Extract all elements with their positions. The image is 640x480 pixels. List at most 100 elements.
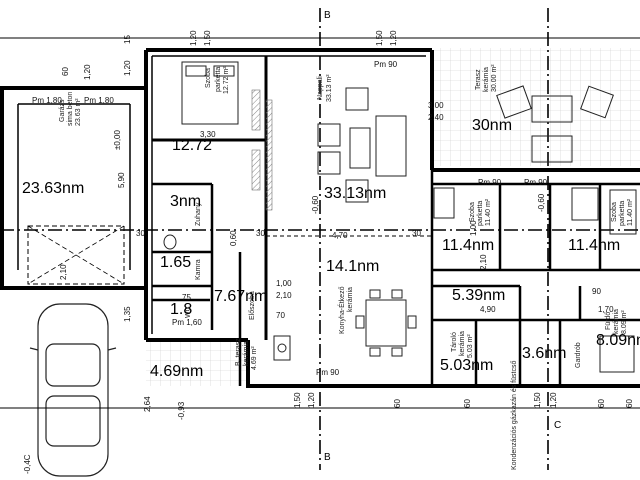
- dimension-labels: 1,20 1,50 1,50 1,20 60 1,20 15 1,20 Pm 1…: [23, 30, 634, 474]
- dim-30a: 30: [136, 229, 145, 238]
- area-label-nappali: 33.13nm: [324, 185, 387, 202]
- terasz-area: 30.00 m²: [491, 64, 498, 92]
- area-label-kamra: 1.65: [160, 254, 192, 271]
- area-label-tarolo: 5.03nm: [440, 357, 494, 374]
- axis-label-b-top: B: [324, 10, 331, 21]
- dim-top-120a: 1,20: [189, 30, 198, 46]
- area-label-szoba3: 11.4nm: [568, 237, 621, 254]
- nappali-name: Nappali: [317, 76, 324, 100]
- dim-top-150b: 1,50: [375, 30, 384, 46]
- dim-bot-150a: 1,50: [293, 392, 302, 408]
- dim-bot-150b: 1,50: [533, 392, 542, 408]
- dim-pm90b: Pm 90: [478, 178, 502, 187]
- wall-columns: [251, 89, 273, 211]
- sofa: [375, 115, 407, 177]
- dim-top-120b: 1,20: [389, 30, 398, 46]
- dim-060: 0,60: [229, 230, 238, 246]
- tarolo-area: 5.03 m²: [467, 334, 474, 358]
- area-label-hall: 5.39nm: [452, 287, 506, 304]
- room-name-labels: Garázs sima beton 23.63 m² Szoba parkett…: [59, 64, 634, 470]
- bterasz-area: 4.69 m²: [251, 346, 258, 370]
- terasz-sub: kerámia: [483, 67, 490, 92]
- furdo-sub: kerámia: [613, 309, 620, 334]
- dim-bot-60c: 60: [597, 399, 606, 408]
- dim-470: 4,70: [332, 231, 348, 240]
- tarolo-name: Tároló: [451, 332, 458, 352]
- dim-bot-120a: 1,20: [307, 392, 316, 408]
- dim-100a: 1,00: [276, 279, 292, 288]
- bed: [181, 61, 239, 125]
- kamra-name: Kamra: [195, 259, 202, 280]
- dim-top-60a: 60: [61, 67, 70, 76]
- dim-bot-120b: 1,20: [549, 392, 558, 408]
- dim-pm0: ±0,00: [113, 129, 122, 150]
- dim-pm180b: Pm 1,80: [84, 96, 114, 105]
- konyha-name: Konyha-Étkező: [337, 286, 346, 334]
- area-label-gardrob: 3.6nm: [522, 345, 567, 362]
- area-label-terasz: 30nm: [472, 117, 513, 134]
- car-icon: [29, 303, 117, 477]
- dim-330: 3,30: [200, 130, 216, 139]
- dim-top-120d: 1,20: [123, 60, 132, 76]
- szoba1-sub: parketta: [215, 67, 222, 92]
- furniture: [163, 61, 637, 373]
- terrace-tiles: [432, 48, 640, 166]
- dining-table: [365, 299, 407, 347]
- area-label-furdo: 8.09nm: [596, 332, 640, 349]
- grid-axes: [0, 8, 640, 470]
- tarolo-sub: kerámia: [459, 331, 466, 356]
- szoba2-name: Szoba: [469, 202, 476, 222]
- gardrob-name: Gardrób: [575, 342, 582, 368]
- dim-pm160: Pm 1,60: [172, 318, 202, 327]
- dim-m060a: -0,60: [311, 195, 320, 214]
- dim-210c: 2,10: [479, 254, 488, 270]
- dim-70: 70: [276, 311, 285, 320]
- garazs-area: 23.63 m²: [75, 98, 82, 126]
- dim-90a: 90: [592, 287, 601, 296]
- dim-top-120c: 1,20: [83, 64, 92, 80]
- area-label-eloszoba: 7.67nm: [214, 288, 268, 305]
- dim-pm90a: Pm 90: [374, 60, 398, 69]
- bterasz-name: B. terasz: [235, 338, 242, 366]
- dim-bot-60d: 60: [625, 399, 634, 408]
- dim-m04: -0,4C: [23, 454, 32, 474]
- dimension-ticks: [0, 37, 640, 409]
- dim-pm90d: Pm 90: [316, 368, 340, 377]
- area-label-szoba2: 11.4nm: [442, 237, 495, 254]
- nappali-area: 33.13 m²: [326, 74, 333, 102]
- garazs-name: Garázs: [59, 99, 66, 122]
- dim-top-15: 15: [123, 35, 132, 44]
- dim-170: 1,70: [598, 305, 614, 314]
- szoba2-sub: parketta: [477, 201, 484, 226]
- dim-100b: 1,00: [469, 220, 478, 236]
- dim-30c: 30: [412, 229, 421, 238]
- szoba3-area: 11.40 m²: [627, 198, 634, 226]
- dim-210a: 2,10: [59, 264, 68, 280]
- furdo-name: Fürdő: [605, 312, 612, 330]
- dim-264: 2,64: [143, 396, 152, 412]
- dim-30b: 30: [256, 229, 265, 238]
- dim-pm90c: Pm 90: [524, 178, 548, 187]
- kondenz-note: Kondenzációs gázkazán és füstcső: [511, 361, 518, 470]
- area-label-garazs: 23.63nm: [22, 180, 85, 197]
- area-label-szoba1: 12.72: [172, 137, 213, 154]
- eloszoba-name: Előszoba: [249, 291, 256, 320]
- dim-bot-60a: 60: [393, 399, 402, 408]
- axis-label-c: C: [554, 420, 561, 431]
- dim-m093: -0,93: [177, 401, 186, 420]
- area-label-wc: 1.8: [170, 301, 193, 318]
- terasz-name: Terasz: [475, 69, 482, 90]
- dim-210b: 2,10: [276, 291, 292, 300]
- axis-bubbles: B B C: [324, 10, 561, 463]
- dim-top-150a: 1,50: [203, 30, 212, 46]
- wc-name: WC: [185, 306, 192, 318]
- dim-75: 75: [182, 293, 191, 302]
- area-label-bterasz: 4.69nm: [150, 363, 204, 380]
- szoba1-area: 12.72 m²: [223, 66, 230, 94]
- dim-490: 4,90: [480, 305, 496, 314]
- dim-240: 2,40: [428, 113, 444, 122]
- back-terrace-tiles: [146, 340, 246, 386]
- area-label-zuhany: 3nm: [170, 193, 202, 210]
- szoba3-sub: parketta: [619, 201, 626, 226]
